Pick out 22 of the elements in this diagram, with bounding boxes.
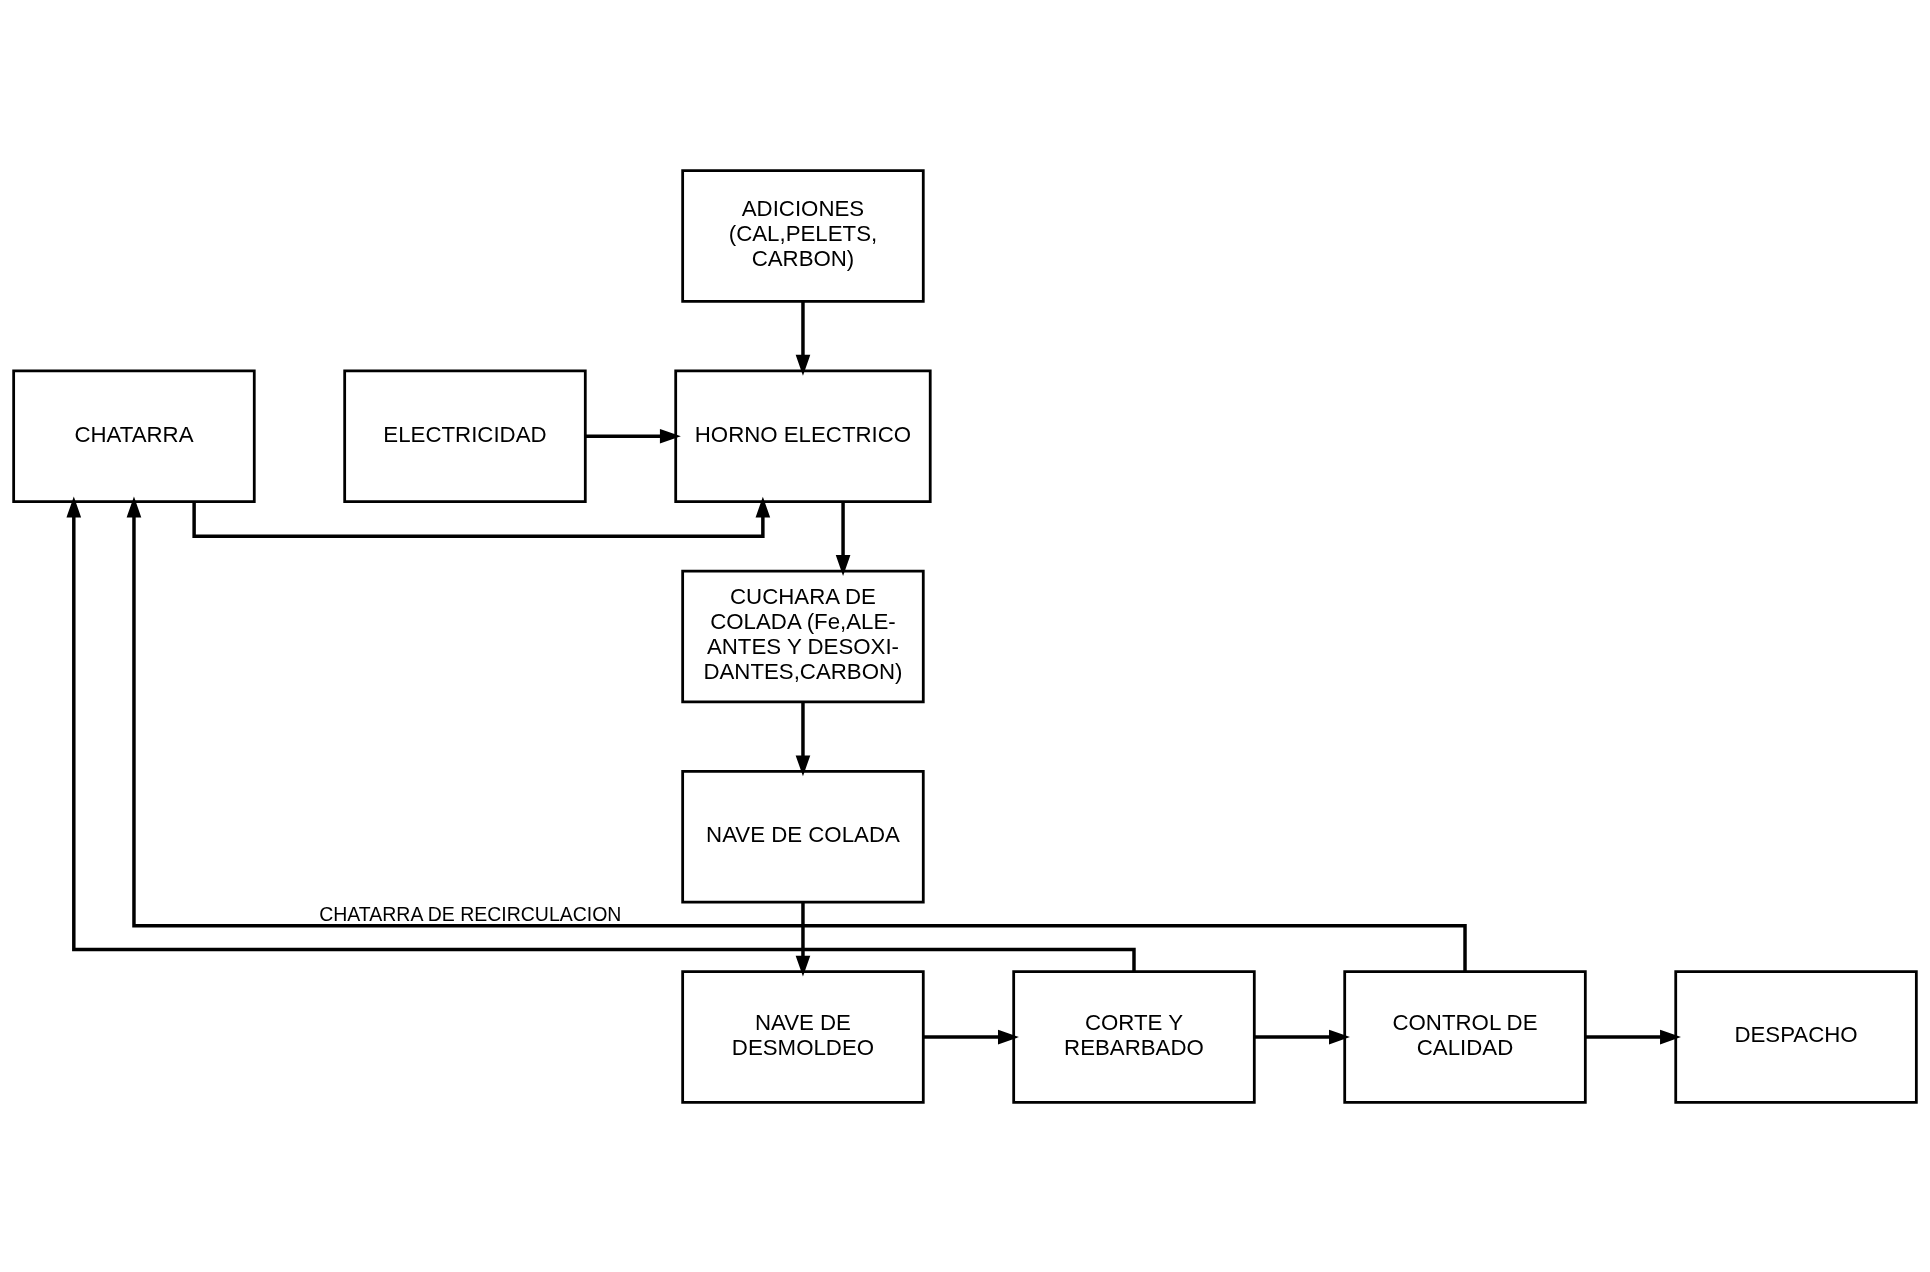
arrow [126, 495, 1467, 971]
arrow [1585, 1029, 1681, 1044]
node-box: CORTE Y REBARBADO [1012, 969, 1256, 1104]
arrow [923, 1029, 1019, 1044]
arrow [192, 496, 771, 538]
node-box: CONTROL DE CALIDAD [1343, 969, 1587, 1104]
arrow [795, 701, 811, 776]
edge-label: CHATARRA DE RECIRCULACION [319, 902, 622, 925]
arrow [795, 301, 811, 376]
node-box: CUCHARA DE COLADA (Fe,ALE- ANTES Y DESOXI- DANTES,CARBON) [681, 569, 925, 703]
arrow [835, 501, 851, 576]
node-box: NAVE DE COLADA [681, 769, 925, 904]
node-box: ADICIONES (CAL,PELETS, CARBON) [681, 168, 925, 303]
arrow [585, 428, 681, 444]
node-box: CHATARRA [12, 368, 256, 503]
node-box: HORNO ELECTRICO [674, 368, 932, 503]
arrow [1254, 1029, 1350, 1044]
arrow [66, 495, 1136, 972]
arrow [795, 901, 811, 977]
node-box: DESPACHO [1674, 969, 1918, 1104]
node-box: NAVE DE DESMOLDEO [681, 969, 925, 1104]
node-box: ELECTRICIDAD [343, 368, 587, 503]
